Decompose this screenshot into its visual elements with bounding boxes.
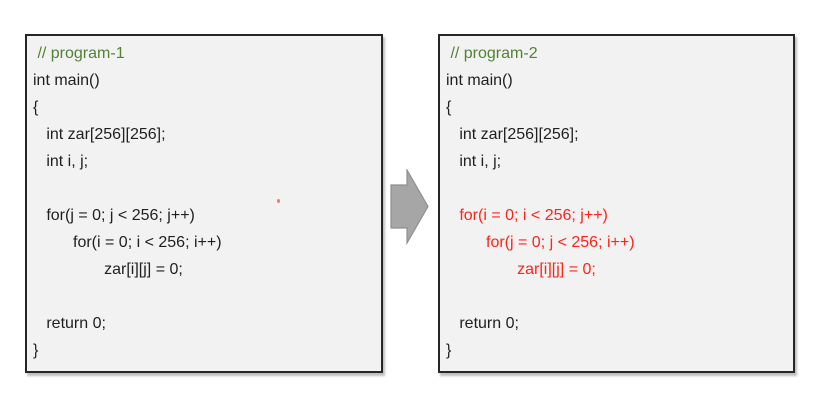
code-line-blank (33, 283, 377, 310)
code-panel-program-2: // program-2 int main() { int zar[256][2… (438, 34, 795, 373)
code-line: { (446, 99, 452, 116)
code-line: zar[i][j] = 0; (33, 261, 183, 278)
code-panel-program-1: // program-1 int main() { int zar[256][2… (25, 34, 383, 373)
code-line: int main() (446, 72, 513, 89)
code-line: int i, j; (33, 153, 89, 170)
code-line: int i, j; (446, 153, 502, 170)
code-line: for(j = 0; j < 256; j++) (33, 207, 195, 224)
code-line-blank (446, 283, 789, 310)
right-arrow-icon (390, 167, 429, 246)
code-line: return 0; (446, 315, 519, 332)
comment-line: // program-2 (446, 45, 538, 62)
code-line: for(i = 0; i < 256; i++) (33, 234, 222, 251)
code-line-highlighted: for(i = 0; i < 256; j++) (446, 207, 608, 224)
code-line: } (33, 342, 39, 359)
code-line: int main() (33, 72, 100, 89)
right-arrow-shape (390, 167, 429, 246)
code-line: int zar[256][256]; (446, 126, 579, 143)
stray-red-dot (277, 199, 280, 203)
code-line-blank (446, 175, 789, 202)
code-line: return 0; (33, 315, 106, 332)
code-line-highlighted: zar[i][j] = 0; (446, 261, 596, 278)
code-line: } (446, 342, 452, 359)
code-line: int zar[256][256]; (33, 126, 166, 143)
comment-line: // program-1 (33, 45, 125, 62)
transform-arrow (390, 167, 430, 246)
code-line-blank (33, 175, 377, 202)
code-line-highlighted: for(j = 0; j < 256; i++) (446, 234, 635, 251)
code-line: { (33, 99, 39, 116)
